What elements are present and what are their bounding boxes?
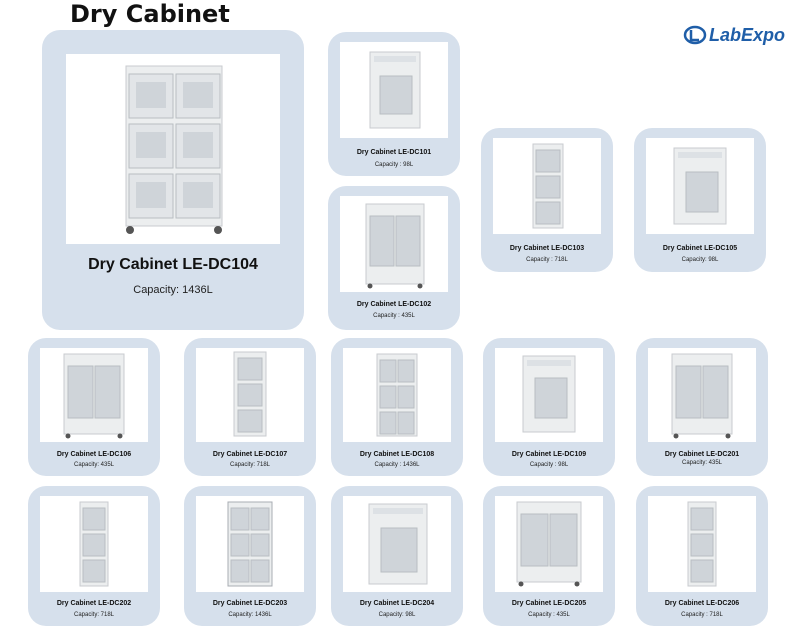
product-capacity: Capacity : 1436L	[374, 462, 420, 468]
product-photo	[40, 496, 148, 592]
product-photo	[66, 54, 280, 244]
product-name: Dry Cabinet LE-DC204	[359, 600, 435, 607]
product-card-dc205[interactable]: Dry Cabinet LE-DC205 Capacity : 435L	[483, 486, 615, 626]
product-name: Dry Cabinet LE-DC106	[56, 451, 132, 458]
product-capacity: Capacity : 98L	[529, 462, 569, 468]
cabinet-tall-three-image	[79, 501, 109, 587]
product-name: Dry Cabinet LE-DC205	[511, 600, 587, 607]
product-photo	[495, 348, 603, 442]
product-card-dc206[interactable]: Dry Cabinet LE-DC206 Capacity : 718L	[636, 486, 768, 626]
product-name: Dry Cabinet LE-DC201	[664, 451, 740, 458]
product-name: Dry Cabinet LE-DC104	[88, 256, 258, 273]
product-capacity: Capacity : 435L	[373, 313, 415, 319]
product-capacity: Capacity : 718L	[681, 612, 723, 618]
product-capacity: Capacity: 1436L	[228, 612, 272, 618]
product-photo	[40, 348, 148, 442]
cabinet-double-image	[63, 353, 125, 439]
product-card-dc202[interactable]: Dry Cabinet LE-DC202 Capacity: 718L	[28, 486, 160, 626]
labexpo-logo: LabExpo	[683, 24, 793, 48]
product-photo	[340, 42, 448, 138]
product-card-dc107[interactable]: Dry Cabinet LE-DC107 Capacity: 718L	[184, 338, 316, 476]
product-card-dc109[interactable]: Dry Cabinet LE-DC109 Capacity : 98L	[483, 338, 615, 476]
product-name: Dry Cabinet LE-DC102	[356, 301, 432, 308]
product-name: Dry Cabinet LE-DC103	[509, 245, 585, 252]
product-capacity: Capacity: 1436L	[133, 284, 213, 296]
product-card-dc103[interactable]: Dry Cabinet LE-DC103 Capacity : 718L	[481, 128, 613, 272]
product-photo	[648, 348, 756, 442]
product-name: Dry Cabinet LE-DC105	[662, 245, 738, 252]
product-capacity: Capacity : 718L	[526, 257, 568, 263]
product-photo	[340, 196, 448, 292]
product-card-dc204[interactable]: Dry Cabinet LE-DC204 Capacity: 98L	[331, 486, 463, 626]
cabinet-single-image	[369, 51, 421, 129]
cabinet-double-image	[671, 353, 733, 439]
product-photo	[495, 496, 603, 592]
product-card-dc201[interactable]: Dry Cabinet LE-DC201 Capacity: 435L	[636, 338, 768, 476]
product-name: Dry Cabinet LE-DC107	[212, 451, 288, 458]
cabinet-six-door-image	[125, 65, 223, 234]
product-capacity: Capacity: 98L	[681, 257, 719, 263]
product-card-dc101[interactable]: Dry Cabinet LE-DC101 Capacity : 98L	[328, 32, 460, 176]
product-capacity: Capacity: 718L	[73, 612, 115, 618]
product-card-dc104[interactable]: Dry Cabinet LE-DC104 Capacity: 1436L	[42, 30, 304, 330]
cabinet-single-image	[368, 503, 428, 585]
product-name: Dry Cabinet LE-DC101	[356, 149, 432, 156]
product-capacity: Capacity: 435L	[73, 462, 115, 468]
product-photo	[648, 496, 756, 592]
product-photo	[646, 138, 754, 234]
product-name: Dry Cabinet LE-DC109	[511, 451, 587, 458]
cabinet-tall-three-image	[532, 143, 564, 229]
product-name: Dry Cabinet LE-DC206	[664, 600, 740, 607]
product-name: Dry Cabinet LE-DC203	[212, 600, 288, 607]
product-card-dc102[interactable]: Dry Cabinet LE-DC102 Capacity : 435L	[328, 186, 460, 330]
page-title: Dry Cabinet	[70, 0, 230, 28]
product-name: Dry Cabinet LE-DC202	[56, 600, 132, 607]
product-capacity: Capacity : 435L	[528, 612, 570, 618]
product-card-dc105[interactable]: Dry Cabinet LE-DC105 Capacity: 98L	[634, 128, 766, 272]
product-photo	[196, 348, 304, 442]
labexpo-logo-icon	[683, 25, 707, 45]
product-capacity: Capacity: 98L	[378, 612, 416, 618]
product-capacity: Capacity: 718L	[229, 462, 271, 468]
cabinet-tall-three-image	[687, 501, 717, 587]
product-photo	[493, 138, 601, 234]
cabinet-tall-three-image	[233, 351, 267, 437]
product-photo	[343, 496, 451, 592]
cabinet-double-image	[516, 501, 582, 587]
product-name: Dry Cabinet LE-DC108	[359, 451, 435, 458]
product-photo	[343, 348, 451, 442]
product-card-dc203[interactable]: Dry Cabinet LE-DC203 Capacity: 1436L	[184, 486, 316, 626]
logo-text: LabExpo	[709, 25, 786, 45]
product-card-dc106[interactable]: Dry Cabinet LE-DC106 Capacity: 435L	[28, 338, 160, 476]
product-photo	[196, 496, 304, 592]
cabinet-double-image	[365, 203, 425, 289]
cabinet-six-door-image	[227, 501, 273, 587]
cabinet-single-image	[522, 355, 576, 433]
product-capacity: Capacity: 435L	[681, 460, 723, 466]
product-capacity: Capacity : 98L	[374, 162, 414, 168]
cabinet-single-image	[673, 147, 727, 225]
cabinet-six-door-image	[376, 353, 418, 437]
product-card-dc108[interactable]: Dry Cabinet LE-DC108 Capacity : 1436L	[331, 338, 463, 476]
